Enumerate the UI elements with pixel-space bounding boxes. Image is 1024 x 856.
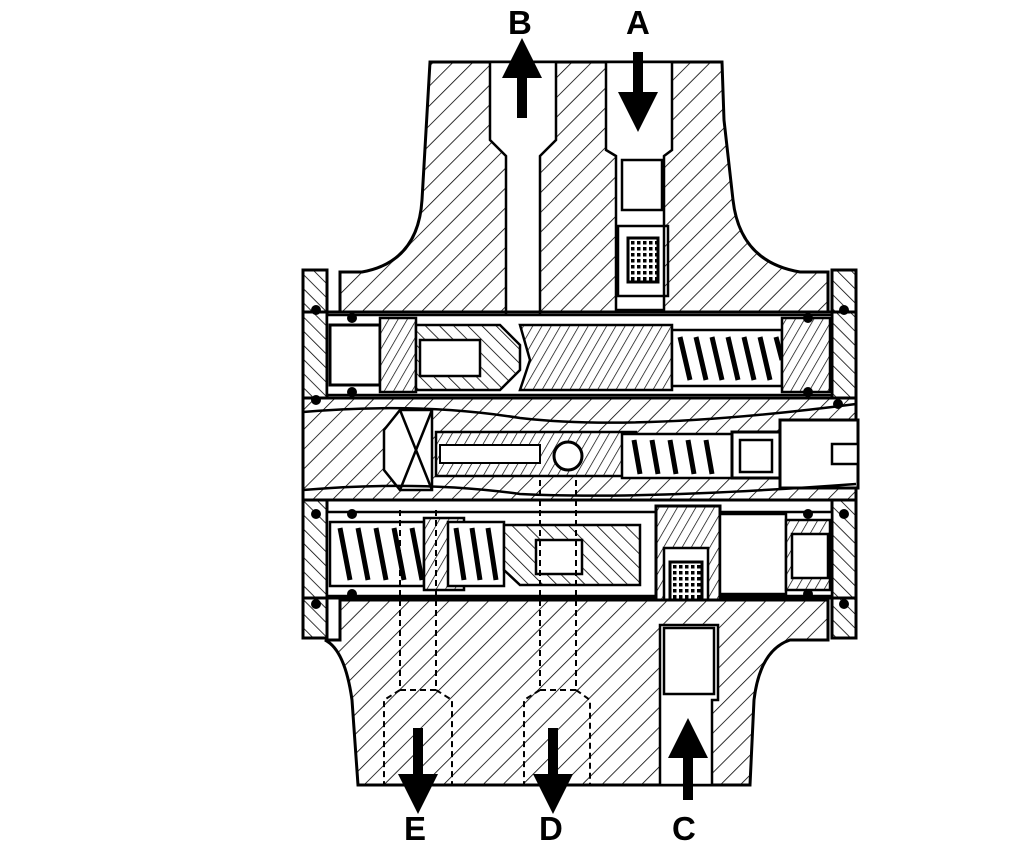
upper-filter-element xyxy=(626,236,660,284)
upper-housing xyxy=(338,60,830,332)
port-labels: B A E D C xyxy=(404,4,696,847)
port-label-e: E xyxy=(404,810,426,847)
port-label-a: A xyxy=(626,4,650,41)
port-label-b: B xyxy=(508,4,532,41)
port-label-c: C xyxy=(672,810,696,847)
port-label-d: D xyxy=(539,810,563,847)
flow-arrows xyxy=(398,38,708,814)
middle-shaft-assembly xyxy=(301,395,860,502)
upper-spool-assembly xyxy=(311,305,849,397)
check-ball xyxy=(552,440,584,472)
